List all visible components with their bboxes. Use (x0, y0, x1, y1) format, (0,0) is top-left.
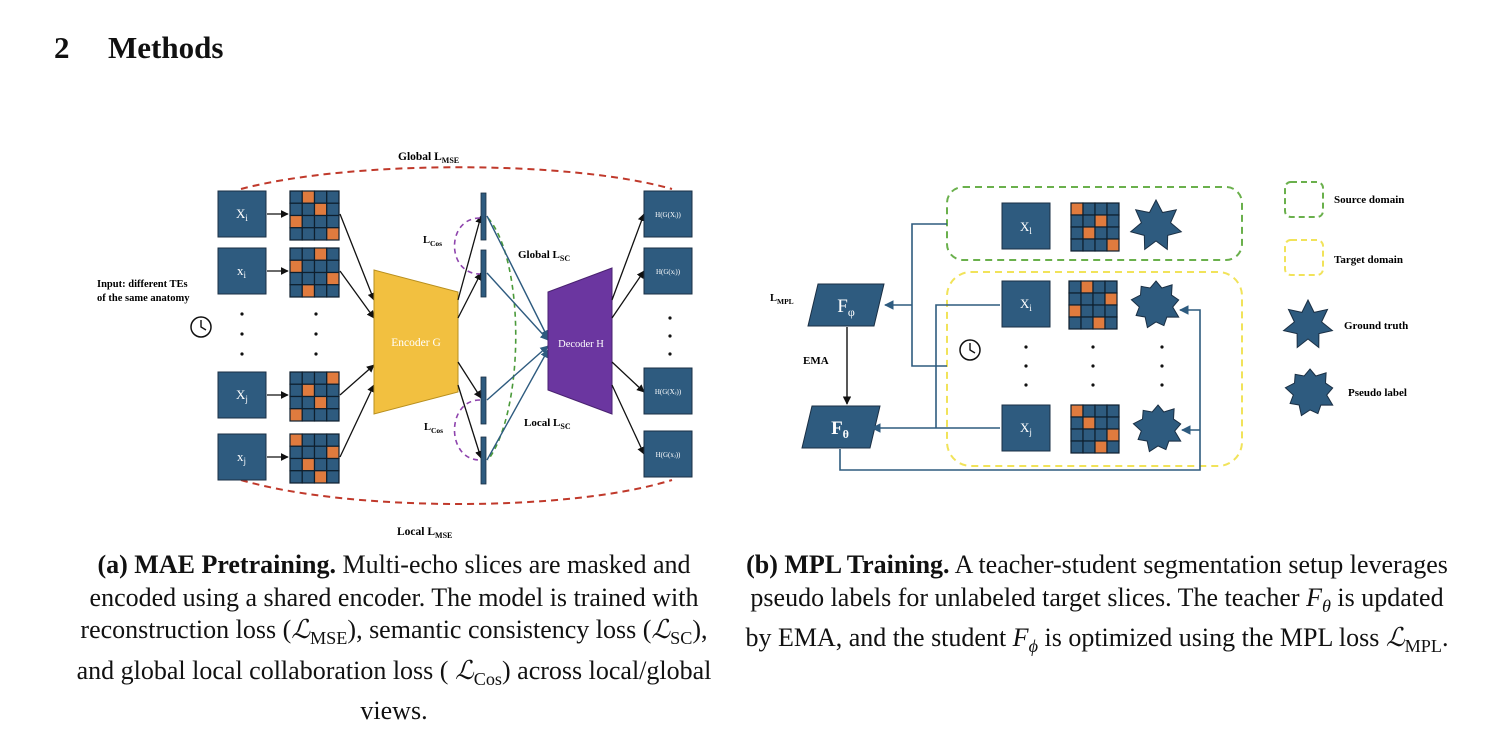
svg-text:H(G(xⱼ)): H(G(xⱼ)) (656, 451, 681, 459)
masked-patch-grid (1068, 280, 1118, 330)
local-mse-arc (240, 479, 673, 505)
local-mse-label: Local LMSE (397, 526, 452, 540)
local-sc-label: Local LSC (524, 417, 571, 431)
feature-vectors (480, 192, 487, 485)
masked-patch-grid (1070, 404, 1120, 454)
clock-icon (190, 316, 212, 338)
svg-text:Xj: Xj (1020, 420, 1032, 437)
lcos-label-bottom: LCos (424, 422, 443, 435)
output-box-2: H(G(xᵢ)) (643, 247, 693, 295)
svg-text:Xi: Xi (236, 206, 248, 223)
masked-patch-grid (289, 247, 340, 298)
teacher-model: Fθ (801, 405, 881, 449)
svg-text:Xi: Xi (1020, 296, 1032, 313)
legend-pseudo-label-label: Pseudo label (1348, 387, 1407, 399)
ground-truth-icon (1129, 198, 1183, 251)
masked-patch-grid (289, 190, 340, 241)
lcos-label-top: LCos (423, 235, 442, 248)
grid-to-encoder-arrows (339, 213, 376, 458)
input-ellipsis (240, 312, 672, 356)
source-input-box: Xl (1001, 202, 1051, 250)
lcos-arc-top (453, 217, 481, 275)
masked-patch-grid (289, 433, 340, 484)
mpl-masked-grids (1068, 202, 1120, 454)
pseudo-label-icon (1132, 404, 1182, 453)
mpl-connectors (839, 223, 1201, 471)
legend-target-label: Target domain (1334, 254, 1403, 266)
svg-text:Xl: Xl (1020, 219, 1032, 236)
target-ellipsis (1024, 345, 1164, 387)
lcos-arc-bottom (453, 399, 481, 461)
figure-b-mpl-training: Fφ Fθ LMPL EMA Xl Xi (770, 181, 1408, 471)
input-box-2: xi (217, 247, 267, 295)
input-box-1: Xi (217, 190, 267, 238)
encoder-block: Encoder G (373, 269, 459, 415)
legend-target-swatch (1284, 239, 1324, 276)
caption-b-label: (b) MPL Training. (746, 550, 950, 579)
caption-a: (a) MAE Pretraining. Multi-echo slices a… (76, 550, 712, 726)
svg-text:Encoder G: Encoder G (391, 337, 441, 349)
svg-text:xi: xi (237, 263, 247, 280)
output-box-4: H(G(xⱼ)) (643, 430, 693, 478)
clock-icon (959, 339, 981, 361)
decoder-to-output-arrows (611, 213, 646, 455)
sc-arc (487, 217, 517, 461)
section-number: 2 (54, 30, 70, 65)
target-input-box-1: Xi (1001, 280, 1051, 328)
student-model: Fφ (807, 283, 885, 327)
encoder-to-feature-arrows (457, 215, 483, 459)
legend: Source domain Target domain Ground truth… (1282, 181, 1408, 417)
section-title: Methods (108, 30, 224, 65)
legend-ground-truth-label: Ground truth (1344, 320, 1408, 332)
svg-text:Decoder H: Decoder H (558, 339, 604, 350)
pseudo-label-icon (1130, 280, 1180, 329)
lmpl-label: LMPL (770, 293, 794, 306)
masked-patch-grid (289, 371, 340, 422)
global-mse-label: Global LMSE (398, 151, 459, 165)
svg-text:Xj: Xj (236, 387, 248, 404)
global-sc-label: Global LSC (518, 249, 570, 263)
target-domain-region (946, 271, 1243, 467)
svg-text:xj: xj (237, 449, 246, 466)
output-box-3: H(G(Xⱼ)) (643, 367, 693, 415)
caption-b: (b) MPL Training. A teacher-student segm… (745, 550, 1449, 657)
section-heading: 2 Methods (54, 30, 223, 66)
feature-to-decoder-arrows (486, 215, 549, 461)
target-input-box-2: Xj (1001, 404, 1051, 452)
legend-source-swatch (1284, 181, 1324, 218)
svg-text:H(G(xᵢ)): H(G(xᵢ)) (656, 268, 681, 276)
svg-text:Fθ: Fθ (831, 418, 849, 441)
input-box-4: xj (217, 433, 267, 481)
ema-label: EMA (803, 355, 829, 367)
svg-text:H(G(Xⱼ)): H(G(Xⱼ)) (655, 388, 682, 396)
input-box-3: Xj (217, 371, 267, 419)
legend-source-label: Source domain (1334, 194, 1404, 206)
masked-patch-grid (1070, 202, 1120, 252)
legend-pseudo-label-icon (1284, 368, 1334, 417)
input-label-line-2: of the same anatomy (97, 293, 190, 304)
figure-a-mae-pretraining: Global LMSE Local LMSE Input: different … (97, 151, 693, 540)
input-label-line-1: Input: different TEs (97, 279, 188, 290)
masked-patch-grids (289, 190, 340, 484)
global-mse-arc (240, 166, 673, 190)
legend-ground-truth-icon (1282, 298, 1334, 349)
svg-text:Fφ: Fφ (837, 296, 855, 319)
svg-text:H(G(Xᵢ)): H(G(Xᵢ)) (655, 211, 681, 219)
decoder-block: Decoder H (547, 267, 613, 415)
output-box-1: H(G(Xᵢ)) (643, 190, 693, 238)
mpl-labels (1129, 198, 1183, 453)
caption-a-label: (a) MAE Pretraining. (97, 550, 337, 579)
